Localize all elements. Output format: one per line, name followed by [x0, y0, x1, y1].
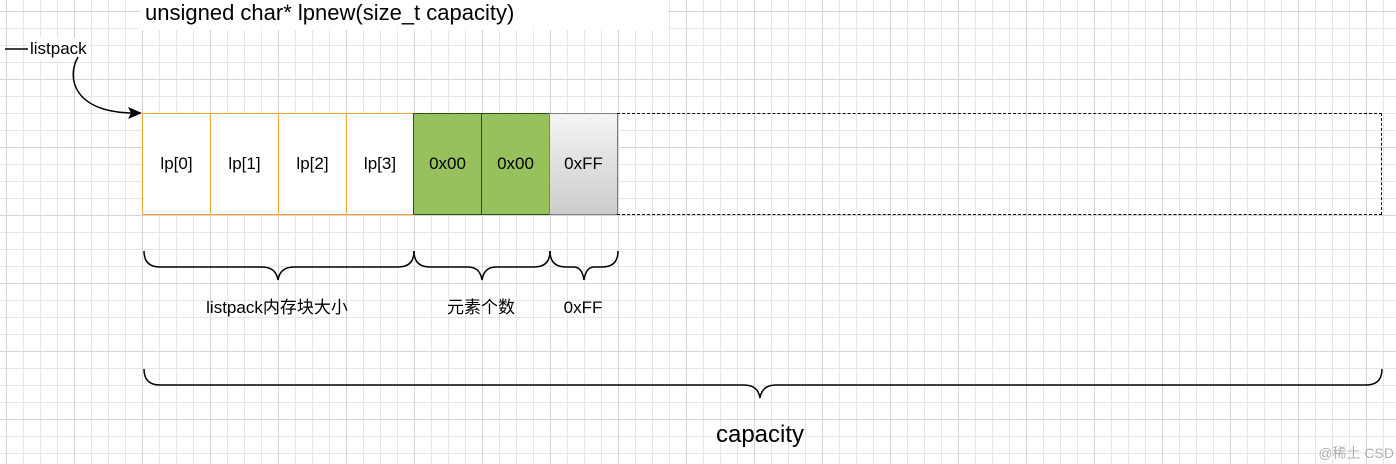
brace-header	[143, 250, 415, 281]
brace-label-total: capacity	[715, 421, 805, 448]
header-cell-3: lp[3]	[346, 113, 414, 215]
end-cell: 0xFF	[549, 113, 618, 215]
brace-label-count: 元素个数	[447, 298, 515, 317]
pointer-label: listpack	[28, 38, 89, 60]
header-cell-2: lp[2]	[278, 113, 347, 215]
brace-label-header: listpack内存块大小	[206, 298, 348, 317]
diagram-title: unsigned char* lpnew(size_t capacity)	[145, 0, 515, 25]
brace-total	[143, 368, 1383, 399]
title-background	[140, 0, 668, 30]
pointer-arrowhead	[128, 107, 142, 119]
watermark: @稀土 CSD	[1318, 445, 1394, 461]
count-cell-0: 0x00	[413, 113, 482, 215]
brace-end	[549, 250, 619, 281]
brace-label-end: 0xFF	[563, 298, 603, 317]
brace-count	[413, 250, 551, 281]
count-cell-1: 0x00	[481, 113, 550, 215]
header-cell-0: lp[0]	[142, 113, 211, 215]
unused-capacity-area	[617, 113, 1382, 215]
pointer-arrow-curve	[72, 56, 133, 114]
